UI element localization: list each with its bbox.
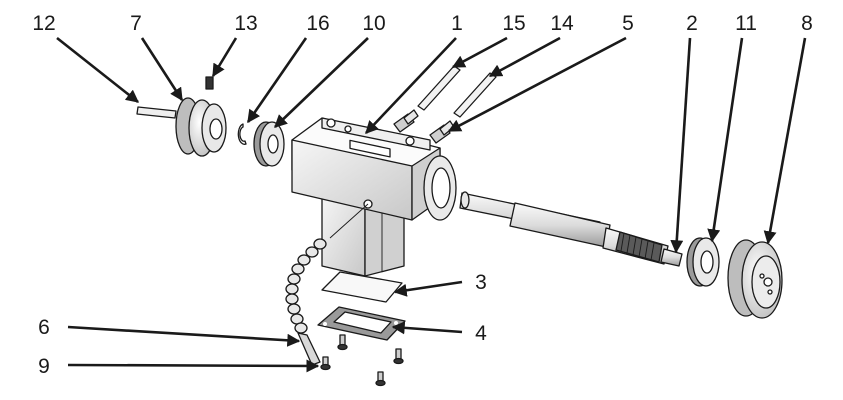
pulley-right xyxy=(727,239,783,319)
bearing-left xyxy=(253,121,285,167)
leader-7 xyxy=(140,37,184,102)
callout-3: 3 xyxy=(475,271,487,294)
leader-2 xyxy=(670,37,692,254)
leader-11 xyxy=(707,37,744,243)
callout-6: 6 xyxy=(38,316,50,339)
callout-11: 11 xyxy=(735,12,757,35)
leader-16 xyxy=(246,37,308,124)
callout-10: 10 xyxy=(362,12,385,35)
pulley-left xyxy=(175,97,227,157)
leader-5 xyxy=(447,36,627,133)
leader-8 xyxy=(763,37,807,245)
bearing-right xyxy=(686,237,720,287)
leader-12 xyxy=(56,36,140,104)
leader-4 xyxy=(391,321,463,335)
leader-10 xyxy=(274,37,369,128)
leader-9 xyxy=(67,359,320,373)
set-screw xyxy=(205,76,214,90)
mounting-screws xyxy=(320,334,404,387)
leader-lines xyxy=(56,36,807,373)
callout-12: 12 xyxy=(32,12,55,35)
spindle-shaft xyxy=(459,191,683,267)
retaining-clip xyxy=(237,123,247,145)
key xyxy=(136,106,177,119)
callout-15: 15 xyxy=(502,12,525,35)
leader-1 xyxy=(365,37,457,134)
leader-3 xyxy=(393,280,463,297)
leader-15 xyxy=(451,36,508,69)
callout-7: 7 xyxy=(130,12,142,35)
callout-16: 16 xyxy=(306,12,329,35)
coolant-hose xyxy=(285,203,369,366)
fittings xyxy=(393,109,455,144)
leader-13 xyxy=(211,37,238,78)
callout-5: 5 xyxy=(622,12,634,35)
callout-14: 14 xyxy=(550,12,574,35)
callout-8: 8 xyxy=(801,12,813,35)
callout-9: 9 xyxy=(38,355,50,378)
callout-4: 4 xyxy=(475,322,487,345)
callout-numbers: 12 7 13 16 10 1 15 14 5 2 11 8 3 4 6 9 xyxy=(32,12,813,378)
pins xyxy=(417,65,497,118)
callout-2: 2 xyxy=(686,12,698,35)
cover-plate xyxy=(317,306,406,341)
main-housing xyxy=(291,117,457,221)
callout-13: 13 xyxy=(234,12,257,35)
gasket-plate xyxy=(321,271,403,303)
leader-6 xyxy=(67,325,301,347)
callout-1: 1 xyxy=(451,12,463,35)
leader-14 xyxy=(488,36,561,78)
